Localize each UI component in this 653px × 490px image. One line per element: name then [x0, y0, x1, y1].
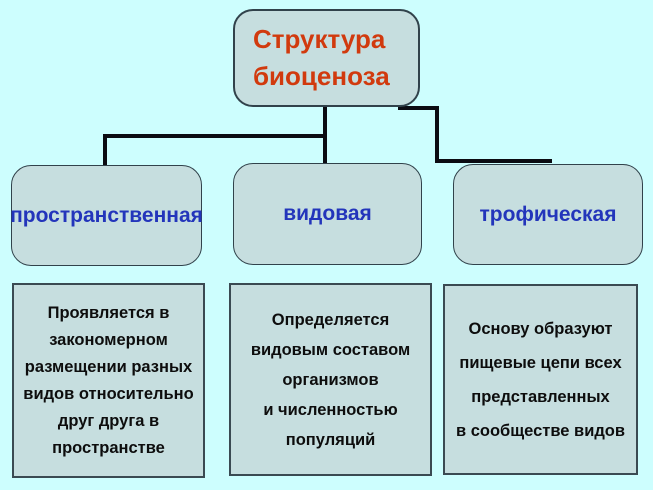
- root-node-structure-title: Структура биоценоза: [233, 9, 420, 107]
- description-box-species: Определяется видовым составом организмов…: [229, 283, 432, 476]
- connector-left-horizontal: [103, 134, 327, 138]
- branch-node-species: видовая: [233, 163, 422, 265]
- description-box-trophic: Основу образуют пищевые цепи всех предст…: [443, 284, 638, 475]
- connector-left-vertical: [103, 134, 107, 167]
- description-box-spatial: Проявляется в закономерном размещении ра…: [12, 283, 205, 478]
- connector-right-top-horizontal: [398, 106, 439, 110]
- branch-node-spatial: пространственная: [10, 165, 203, 266]
- connector-right-bottom-horizontal: [435, 159, 552, 163]
- branch-node-trophic: трофическая: [453, 164, 643, 265]
- connector-right-vertical: [435, 106, 439, 163]
